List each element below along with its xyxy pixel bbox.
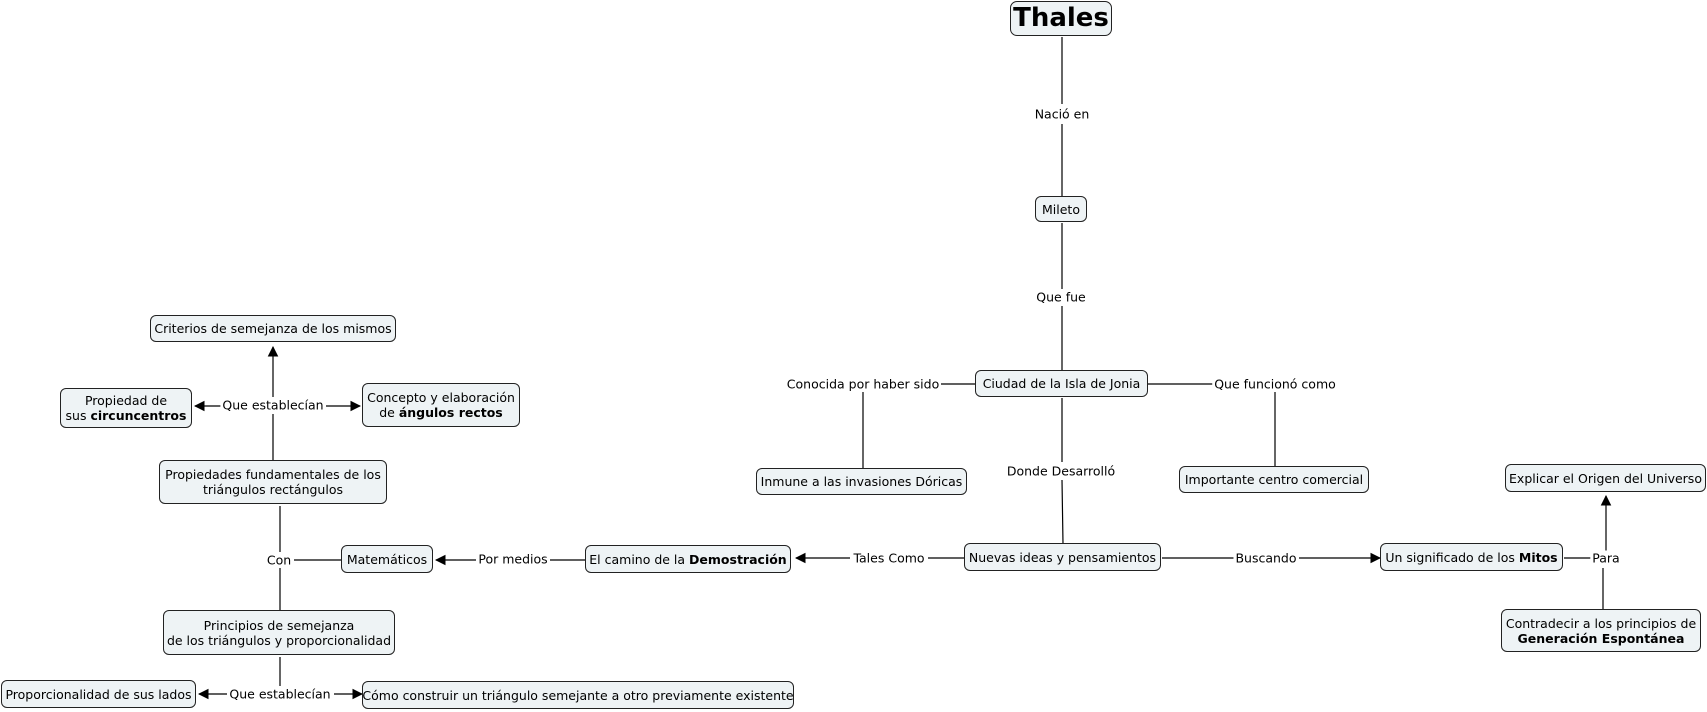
phrase-pormedios: Por medios <box>476 551 550 567</box>
phrase-para: Para <box>1590 550 1622 566</box>
node-matematicos-label: Matemáticos <box>346 551 428 567</box>
node-contradecir[interactable]: Contradecir a los principios de Generaci… <box>1501 609 1701 652</box>
phrase-conocida: Conocida por haber sido <box>784 376 942 392</box>
phrase-nacio: Nació en <box>1032 106 1092 122</box>
node-angulos-line2: de ángulos rectos <box>379 405 503 420</box>
node-construir-label: Cómo construir un triángulo semejante a … <box>362 687 794 703</box>
node-inmune[interactable]: Inmune a las invasiones Dóricas <box>756 468 967 495</box>
node-criterios-label: Criterios de semejanza de los mismos <box>154 321 392 336</box>
node-principios-line1: Principios de semejanza <box>203 617 355 633</box>
phrase-donde: Donde Desarrolló <box>1004 463 1118 479</box>
node-significado[interactable]: Un significado de los Mitos <box>1380 543 1563 571</box>
node-propfund-line2: triángulos rectángulos <box>203 482 343 497</box>
node-inmune-label: Inmune a las invasiones Dóricas <box>760 474 963 489</box>
node-thales[interactable]: Thales <box>1010 1 1112 36</box>
node-explicar[interactable]: Explicar el Origen del Universo <box>1505 464 1706 492</box>
node-contradecir-line2: Generación Espontánea <box>1517 630 1685 646</box>
node-construir[interactable]: Cómo construir un triángulo semejante a … <box>362 681 794 709</box>
node-propfund-line1: Propiedades fundamentales de los <box>165 467 381 482</box>
node-criterios[interactable]: Criterios de semejanza de los mismos <box>150 315 396 342</box>
phrase-buscando: Buscando <box>1233 550 1299 566</box>
node-nuevas[interactable]: Nuevas ideas y pensamientos <box>964 543 1161 571</box>
node-explicar-label: Explicar el Origen del Universo <box>1509 470 1702 486</box>
node-circun-line2: sus circuncentros <box>65 408 187 423</box>
node-camino[interactable]: El camino de la Demostración <box>585 545 791 573</box>
node-thales-label: Thales <box>1013 3 1109 33</box>
phrase-tales: Tales Como <box>851 550 927 566</box>
phrase-quefue: Que fue <box>1034 289 1088 305</box>
node-proporc-label: Proporcionalidad de sus lados <box>5 686 192 702</box>
phrase-establecian-upper: Que establecían <box>220 397 326 413</box>
node-ciudad[interactable]: Ciudad de la Isla de Jonia <box>975 370 1148 397</box>
node-mileto[interactable]: Mileto <box>1035 196 1087 222</box>
phrase-funciono: Que funcionó como <box>1212 376 1338 392</box>
node-significado-label: Un significado de los Mitos <box>1385 549 1558 565</box>
node-principios[interactable]: Principios de semejanza de los triángulo… <box>163 610 395 655</box>
node-principios-line2: de los triángulos y proporcionalidad <box>166 632 392 648</box>
node-contradecir-line1: Contradecir a los principios de <box>1505 615 1697 631</box>
node-mileto-label: Mileto <box>1042 201 1080 217</box>
node-propfund[interactable]: Propiedades fundamentales de los triángu… <box>159 460 387 504</box>
node-angulos[interactable]: Concepto y elaboración de ángulos rectos <box>362 383 520 427</box>
node-circun-line1: Propiedad de <box>84 393 168 408</box>
node-angulos-line1: Concepto y elaboración <box>367 390 515 405</box>
node-centro-label: Importante centro comercial <box>1184 472 1364 487</box>
node-centro[interactable]: Importante centro comercial <box>1179 466 1369 493</box>
link-donde-nuevas <box>1061 479 1064 545</box>
node-matematicos[interactable]: Matemáticos <box>341 545 433 573</box>
node-camino-label: El camino de la Demostración <box>589 551 787 567</box>
phrase-con: Con <box>264 552 294 568</box>
node-nuevas-label: Nuevas ideas y pensamientos <box>968 549 1157 565</box>
node-proporcionalidad[interactable]: Proporcionalidad de sus lados <box>1 680 196 708</box>
node-circuncentros[interactable]: Propiedad de sus circuncentros <box>60 388 192 428</box>
phrase-establecian-lower: Que establecían <box>227 686 333 702</box>
node-ciudad-label: Ciudad de la Isla de Jonia <box>982 376 1141 391</box>
